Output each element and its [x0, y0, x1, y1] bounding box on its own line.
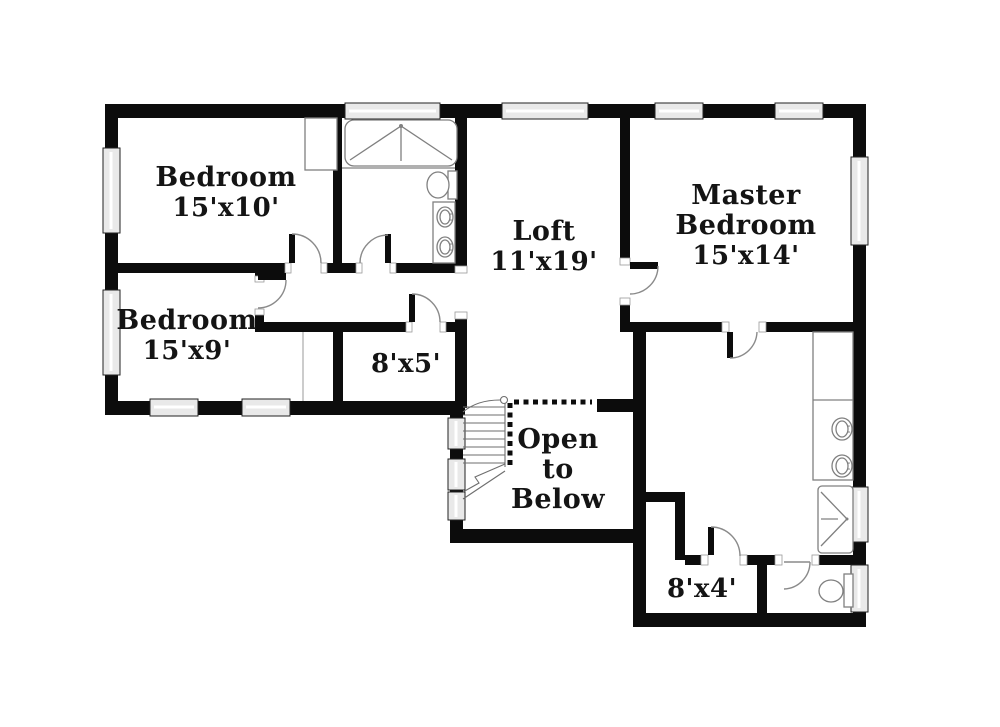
double-sink-vanity-icon-upper [432, 201, 456, 264]
door-closet-8x4 [708, 526, 741, 557]
window-panes [109, 109, 861, 608]
toilet-icon-upper [426, 170, 458, 200]
open-below-text: to [542, 454, 574, 485]
room-size: 11'x19' [490, 247, 598, 277]
room-label-closet-8x4: 8'x4' [667, 574, 737, 604]
room-label-open-to-below: Open to Below [511, 425, 605, 515]
door-bedroom-15x10 [289, 233, 322, 264]
fixtures [302, 117, 854, 608]
room-name: Master [691, 180, 801, 211]
staircase-icon [462, 395, 509, 500]
bathtub-icon [342, 119, 458, 169]
double-sink-vanity-icon-master [812, 331, 854, 481]
door-bedroom-15x9 [257, 273, 287, 309]
shower-icon [817, 485, 854, 554]
room-label-bedroom-15x10: Bedroom 15'x10' [155, 162, 297, 224]
interior-walls [105, 110, 866, 614]
door-master-hall [727, 331, 758, 359]
room-name: Loft [512, 216, 576, 247]
room-name: Bedroom [675, 210, 817, 241]
room-label-bedroom-15x9: Bedroom 15'x9' [116, 305, 258, 367]
open-below-text: Below [510, 484, 606, 515]
doors [257, 233, 811, 590]
room-size: 8'x5' [370, 349, 442, 379]
room-size: 15'x10' [172, 193, 280, 223]
toilet-icon-lower [818, 573, 854, 608]
room-size: 8'x4' [666, 574, 738, 604]
room-size: 15'x14' [692, 241, 800, 271]
room-label-loft: Loft 11'x19' [490, 216, 598, 278]
room-name: Bedroom [155, 162, 297, 193]
wardrobe-icon [304, 117, 338, 171]
windows [102, 102, 869, 613]
railing-dashed [507, 399, 592, 466]
door-hall-bathroom [359, 234, 391, 264]
room-name: Bedroom [116, 305, 258, 336]
door-toilet-room [783, 561, 811, 590]
room-size: 15'x9' [142, 336, 232, 366]
door-bath-8x5 [409, 293, 441, 323]
open-below-text: Open [517, 424, 599, 455]
room-label-master-bedroom: Master Bedroom 15'x14' [675, 180, 817, 272]
door-master-bedroom [629, 262, 659, 295]
room-label-bath-8x5: 8'x5' [371, 349, 441, 379]
